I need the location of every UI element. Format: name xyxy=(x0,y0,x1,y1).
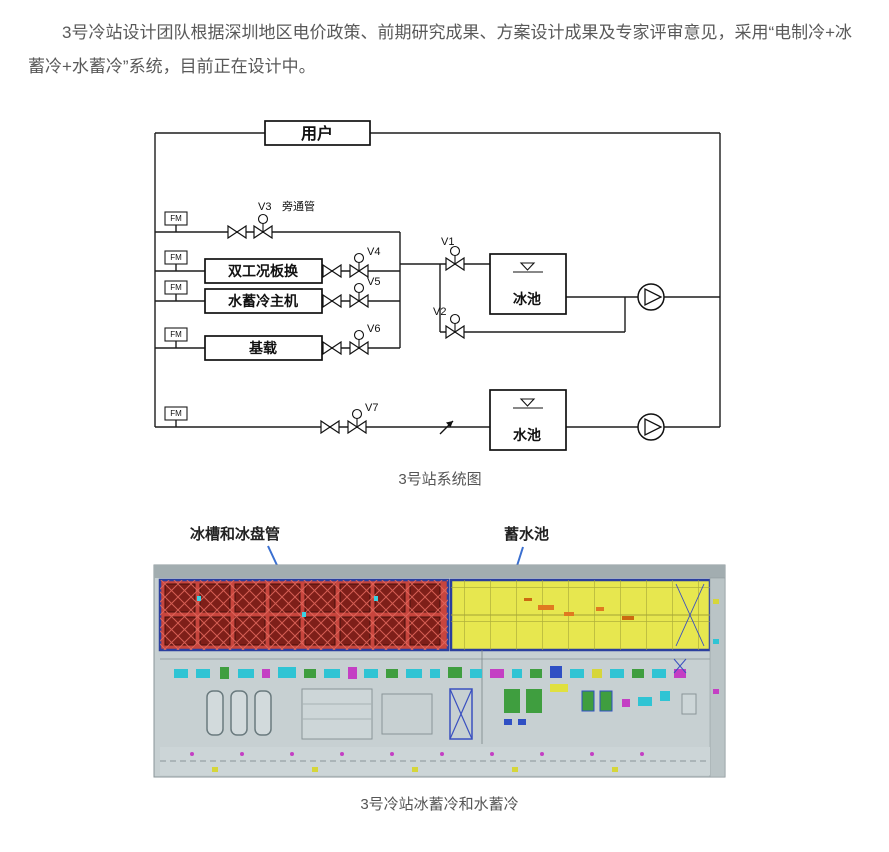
valve-icon xyxy=(322,294,342,308)
floor-plan-figure: 冰槽和冰盘管 蓄水池 xyxy=(152,519,727,814)
ice-pool-box xyxy=(489,253,567,315)
hx-box xyxy=(204,258,323,284)
ice-tanks-callout-label: 冰槽和冰盘管 xyxy=(190,525,280,543)
system-diagram-figure: FM FM FM FM FM xyxy=(140,110,740,489)
ice-tank-zone xyxy=(158,578,450,652)
fm-label: FM xyxy=(170,330,182,339)
chiller-label: 水蓄冷主机 xyxy=(228,293,298,309)
component-labels: 用户 双工况板换 水蓄冷主机 基载 冰池 水池 xyxy=(228,124,541,443)
plan-top-band xyxy=(154,565,725,578)
water-tank-zone xyxy=(449,578,712,652)
check-valve-icon xyxy=(439,420,454,435)
water-level-icons xyxy=(513,262,543,409)
flow-meter-labels: FM FM FM FM FM xyxy=(170,214,182,418)
valve-icons xyxy=(227,225,465,434)
equipment-area xyxy=(160,650,710,775)
component-boxes xyxy=(204,120,567,451)
pipes xyxy=(154,132,721,428)
valve-actuators xyxy=(257,213,461,427)
ice-pool-label: 冰池 xyxy=(513,291,541,307)
valve-label-v4: V4 xyxy=(367,246,380,258)
water-pool-box xyxy=(489,389,567,451)
fm-label: FM xyxy=(170,409,182,418)
valve-label-v3: V3 xyxy=(258,201,271,213)
system-diagram: FM FM FM FM FM xyxy=(154,120,721,451)
baseload-label: 基载 xyxy=(249,340,277,356)
valve-label-v2: V2 xyxy=(433,306,446,318)
fm-label: FM xyxy=(170,283,182,292)
bypass-label: 旁通管 xyxy=(282,199,315,213)
hx-label: 双工况板换 xyxy=(228,263,299,279)
valve-icon xyxy=(320,420,340,434)
floor-plan: 冰槽和冰盘管 蓄水池 xyxy=(153,525,726,778)
user-box xyxy=(264,120,371,146)
valve-label-v5: V5 xyxy=(367,276,380,288)
valve-icon xyxy=(322,264,342,278)
valve-label-v7: V7 xyxy=(365,402,378,414)
valve-label-v1: V1 xyxy=(441,236,454,248)
user-label: 用户 xyxy=(301,124,333,143)
flow-meter-boxes xyxy=(164,211,188,421)
baseload-box xyxy=(204,335,323,361)
system-diagram-caption: 3号站系统图 xyxy=(398,471,482,488)
water-pool-label: 水池 xyxy=(513,427,541,443)
valve-labels: V3 旁通管 V4 V5 V6 V7 V1 V2 xyxy=(258,199,454,414)
intro-paragraph: 3号冷站设计团队根据深圳地区电价政策、前期研究成果、方案设计成果及专家评审意见，… xyxy=(28,23,853,76)
plan-right-strip xyxy=(709,577,726,778)
valve-label-v6: V6 xyxy=(367,323,380,335)
chiller-box xyxy=(204,288,323,314)
pump-icons xyxy=(637,283,665,441)
floor-plan-caption: 3号冷站冰蓄冷和水蓄冷 xyxy=(360,796,519,813)
valve-icon xyxy=(322,341,342,355)
article-page: 3号冷站设计团队根据深圳地区电价政策、前期研究成果、方案设计成果及专家评审意见，… xyxy=(0,16,889,814)
fm-label: FM xyxy=(170,214,182,223)
fm-label: FM xyxy=(170,253,182,262)
valve-icon xyxy=(227,225,247,239)
water-tank-callout-label: 蓄水池 xyxy=(504,525,549,543)
